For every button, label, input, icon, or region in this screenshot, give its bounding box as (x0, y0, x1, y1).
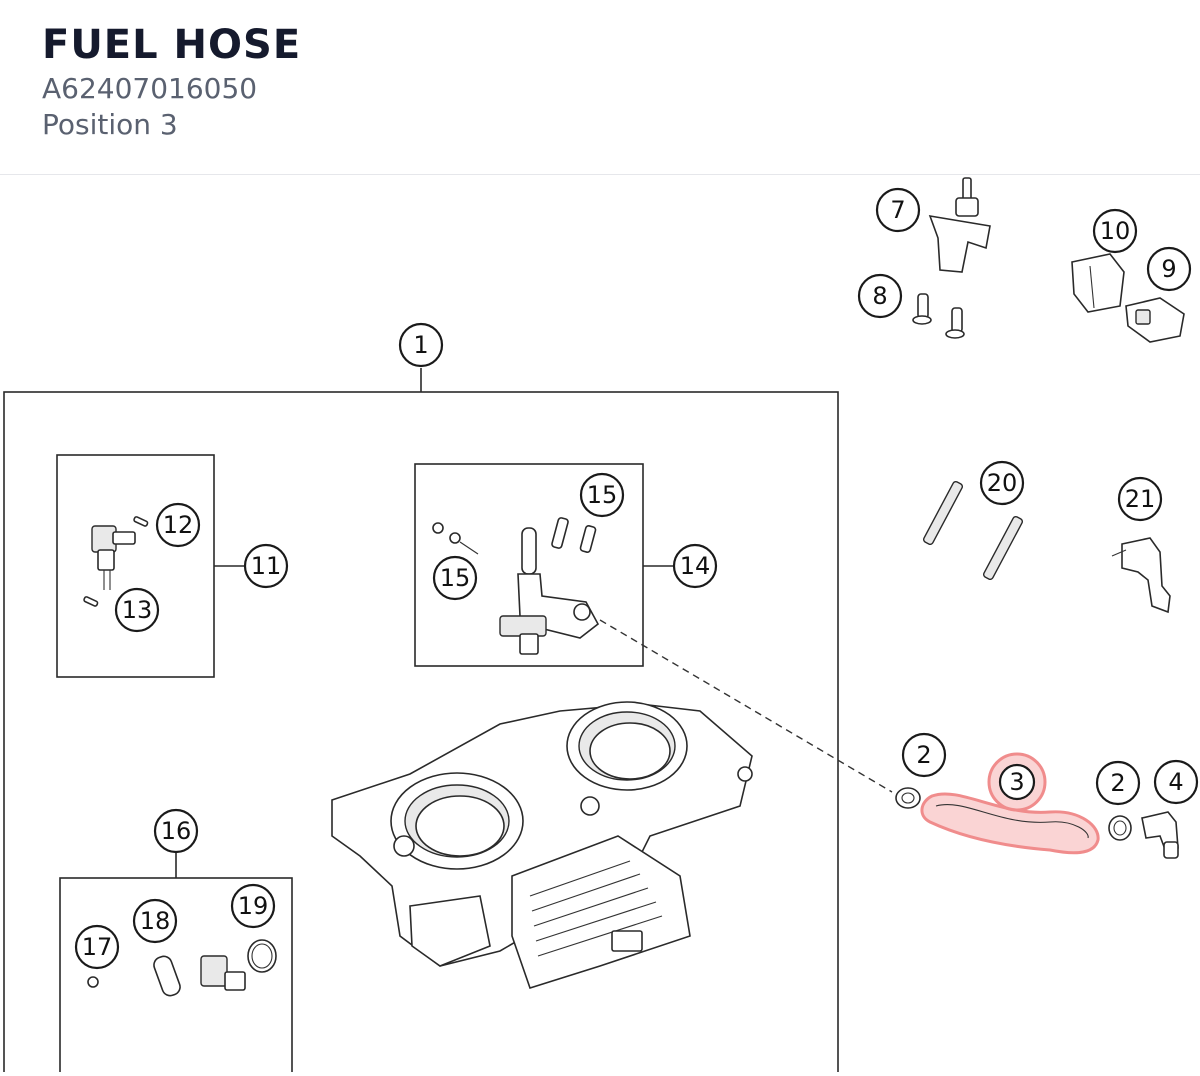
svg-text:1: 1 (413, 331, 428, 359)
svg-text:10: 10 (1100, 217, 1131, 245)
svg-text:19: 19 (238, 892, 269, 920)
svg-text:2: 2 (1110, 769, 1125, 797)
svg-text:15: 15 (587, 481, 618, 509)
callout-15-left[interactable]: 15 (432, 555, 478, 601)
part-number: A62407016050 (42, 72, 258, 105)
callout-2-left[interactable]: 2 (901, 732, 947, 778)
connector-10 (1071, 253, 1125, 313)
svg-text:7: 7 (890, 196, 905, 224)
callout-18[interactable]: 18 (132, 898, 178, 944)
callout-12[interactable]: 12 (155, 502, 201, 548)
svg-text:3: 3 (1009, 768, 1024, 796)
callout-9[interactable]: 9 (1146, 246, 1192, 292)
callout-3-highlighted[interactable]: 3 (987, 752, 1047, 812)
svg-text:14: 14 (680, 552, 711, 580)
sensor-12 (83, 516, 149, 607)
callout-14[interactable]: 14 (672, 543, 718, 589)
bracket-21 (1111, 537, 1171, 614)
subassembly-frame-14 (414, 463, 644, 667)
svg-text:15: 15 (440, 564, 471, 592)
hose-clamp-2-left (895, 787, 921, 809)
callout-20[interactable]: 20 (979, 460, 1025, 506)
elbow-fitting-4 (1141, 811, 1179, 859)
svg-text:9: 9 (1161, 255, 1176, 283)
callout-8[interactable]: 8 (857, 273, 903, 319)
exploded-parts-diagram: 1 2 3 2 4 7 8 9 10 11 12 13 14 15 15 16 … (0, 176, 1200, 1076)
svg-text:21: 21 (1125, 485, 1156, 513)
svg-text:17: 17 (82, 933, 113, 961)
subassembly-frame-11 (56, 454, 215, 678)
fuel-rail-14 (432, 517, 600, 655)
svg-text:13: 13 (122, 596, 153, 624)
svg-text:16: 16 (161, 817, 192, 845)
callout-10[interactable]: 10 (1092, 208, 1138, 254)
callout-15-top[interactable]: 15 (579, 472, 625, 518)
callout-16[interactable]: 16 (153, 808, 199, 854)
screw-8-b (945, 307, 965, 339)
connector-9 (1125, 297, 1185, 343)
svg-text:2: 2 (916, 741, 931, 769)
callout-19[interactable]: 19 (230, 883, 276, 929)
callout-4[interactable]: 4 (1153, 759, 1199, 805)
fuel-hose-3 (935, 804, 1089, 839)
pins-20 (922, 480, 1024, 581)
callout-13[interactable]: 13 (114, 587, 160, 633)
callout-7[interactable]: 7 (875, 187, 921, 233)
sensor-7 (928, 177, 991, 273)
callout-21[interactable]: 21 (1117, 476, 1163, 522)
svg-text:20: 20 (987, 469, 1018, 497)
callout-17[interactable]: 17 (74, 924, 120, 970)
screw-8-a (912, 293, 932, 325)
svg-text:11: 11 (251, 552, 282, 580)
callout-2-right[interactable]: 2 (1095, 760, 1141, 806)
svg-text:8: 8 (872, 282, 887, 310)
svg-text:4: 4 (1168, 768, 1183, 796)
sensor-19 (87, 939, 277, 997)
throttle-body (331, 701, 753, 989)
callout-11[interactable]: 11 (243, 543, 289, 589)
part-title: FUEL HOSE (42, 22, 302, 68)
callout-1[interactable]: 1 (398, 322, 444, 368)
header: FUEL HOSE A62407016050 Position 3 (0, 0, 1200, 175)
part-position: Position 3 (42, 108, 178, 141)
connection-dashed-line (599, 619, 893, 793)
diagram-svg: 1 2 3 2 4 7 8 9 10 11 12 13 14 15 15 16 … (3, 177, 1199, 1076)
svg-text:12: 12 (163, 511, 194, 539)
svg-text:18: 18 (140, 907, 171, 935)
hose-clamp-2-right (1108, 815, 1132, 841)
